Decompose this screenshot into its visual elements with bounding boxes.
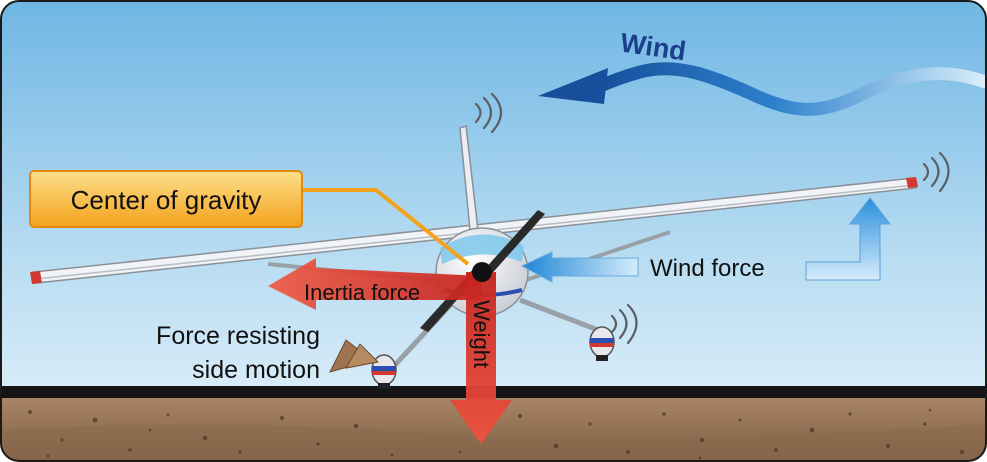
cg-callout-box	[29, 170, 303, 228]
tire-chock-icon	[329, 339, 380, 373]
resisting-force-label-line1: Force resisting	[156, 322, 320, 350]
resisting-force-label-line2: side motion	[192, 356, 320, 384]
ground-pebbles	[28, 408, 965, 460]
left-wingtip-light	[30, 271, 42, 284]
wind-arrow-icon	[538, 68, 608, 104]
center-of-gravity-dot	[472, 262, 492, 282]
ground-layer	[1, 424, 986, 461]
inertia-force-arrow	[268, 258, 482, 310]
wind-stream	[589, 62, 986, 116]
weight-arrow	[450, 272, 512, 444]
weight-label: Weight	[469, 300, 494, 368]
right-wingtip-light	[906, 177, 918, 188]
vibration-lines	[474, 92, 950, 345]
wing-lift-arrow	[805, 197, 892, 281]
cg-leader-line	[300, 188, 470, 266]
wind-force-arrow	[520, 251, 639, 283]
right-wheel	[589, 326, 615, 361]
wind-force-label: Wind force	[650, 255, 765, 282]
propeller-icon	[482, 210, 545, 278]
inertia-force-label: Inertia force	[304, 280, 420, 305]
center-of-gravity-label: Center of gravity	[71, 185, 262, 215]
